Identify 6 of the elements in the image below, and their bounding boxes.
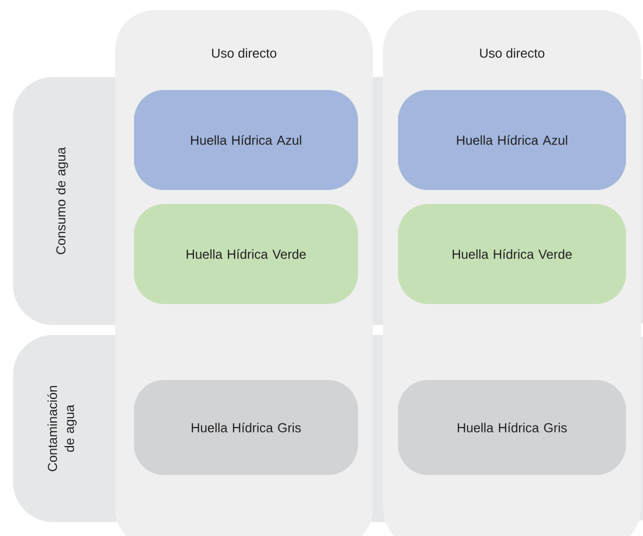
category-pill: Huella Hídrica Verde (398, 204, 626, 304)
category-pill: Huella Hídrica Gris (134, 380, 358, 475)
category-pill: Huella Hídrica Verde (134, 204, 358, 304)
category-pill: Huella Hídrica Azul (398, 90, 626, 190)
category-pill: Huella Hídrica Gris (398, 380, 626, 475)
category-pill: Huella Hídrica Azul (134, 90, 358, 190)
